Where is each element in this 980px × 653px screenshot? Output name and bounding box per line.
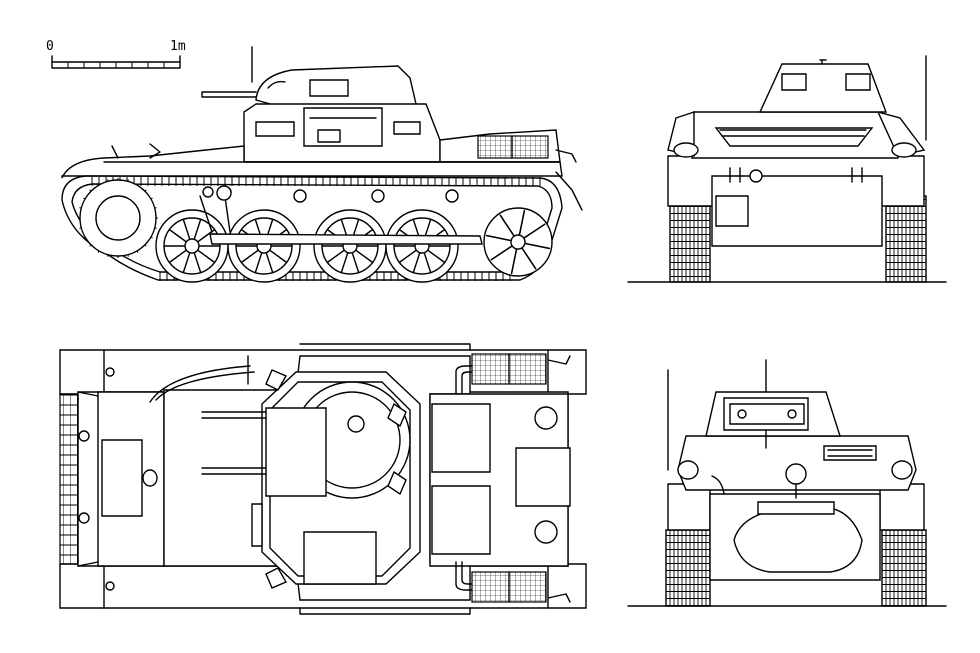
side-view	[61, 46, 583, 283]
scale-end-label: 1m	[170, 39, 186, 54]
front-view	[627, 359, 947, 607]
top-view	[59, 343, 587, 615]
scale-start-label: 0	[46, 39, 54, 54]
scale-bar: 0 1m	[46, 39, 186, 69]
rear-view	[627, 55, 947, 283]
